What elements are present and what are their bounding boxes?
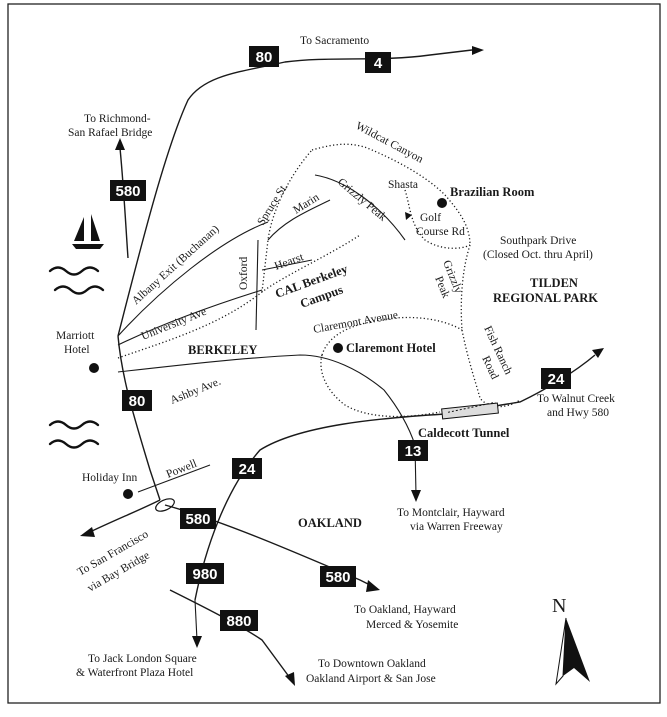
shield-80-top: 80	[249, 46, 279, 67]
label-to-montclair-1: To Montclair, Hayward	[397, 507, 505, 519]
label-to-jack-london-1: To Jack London Square	[88, 653, 197, 665]
shield-24-mid: 24	[232, 458, 262, 479]
label-caldecott: Caldecott Tunnel	[418, 426, 510, 440]
shield-80-mid: 80	[122, 390, 152, 411]
marriott-hotel-marker	[89, 363, 99, 373]
freeway-580-richmond	[119, 147, 129, 259]
tunnel-hatch	[447, 401, 496, 413]
svg-text:24: 24	[548, 371, 565, 388]
svg-text:580: 580	[185, 511, 210, 528]
svg-text:80: 80	[256, 49, 273, 66]
caldecott-tunnel-marker	[441, 402, 499, 420]
shield-13: 13	[398, 440, 428, 461]
shield-980: 980	[186, 563, 224, 584]
water-waves-top-icon	[48, 266, 105, 295]
map-frame	[7, 3, 661, 704]
marin-road	[267, 199, 331, 241]
claremont-lower-dotted	[320, 354, 441, 418]
svg-text:980: 980	[192, 566, 217, 583]
shield-24-right: 24	[541, 368, 571, 389]
arrow-to-downtown	[285, 672, 295, 686]
label-to-jack-london-2: & Waterfront Plaza Hotel	[76, 667, 193, 679]
label-to-oakland-hayward-1: To Oakland, Hayward	[354, 604, 456, 616]
label-to-downtown-2: Oakland Airport & San Jose	[306, 673, 436, 685]
freeway-80-north	[117, 49, 473, 337]
golf-course-arrow	[405, 212, 412, 220]
grizzly-peak-road	[314, 174, 406, 241]
oxford-st-road	[255, 239, 259, 331]
label-grizzly-peak: Grizzly Peak	[335, 176, 389, 224]
label-marriott-1: Marriott	[56, 330, 95, 342]
label-golf-course-1: Golf	[420, 212, 441, 224]
arrow-to-walnut-creek	[592, 348, 604, 358]
label-tilden-2: REGIONAL PARK	[493, 291, 598, 305]
powell-st-road	[137, 464, 211, 493]
label-marriott-2: Hotel	[64, 344, 90, 356]
holiday-inn-marker	[123, 489, 133, 499]
sailboat-icon	[72, 214, 104, 249]
brazilian-room-marker	[437, 198, 447, 208]
label-spruce: Spruce St.	[255, 181, 290, 228]
label-to-walnut-creek-1: To Walnut Creek	[537, 393, 615, 405]
label-berkeley: BERKELEY	[188, 343, 257, 357]
svg-text:880: 880	[226, 613, 251, 630]
arrow-to-montclair	[411, 490, 421, 502]
arrow-to-sacramento	[472, 46, 484, 55]
label-oakland: OAKLAND	[298, 516, 362, 530]
albany-exit-road	[117, 221, 269, 337]
label-powell: Powell	[165, 458, 199, 481]
label-to-richmond-1: To Richmond-	[84, 113, 151, 125]
label-university: University Ave	[140, 306, 209, 343]
ashby-ave-road	[117, 354, 416, 446]
label-to-richmond-2: San Rafael Bridge	[68, 127, 152, 139]
label-to-montclair-2: via Warren Freeway	[410, 521, 503, 533]
label-southpark-1: Southpark Drive	[500, 235, 576, 247]
north-arrow-label: N	[552, 595, 566, 617]
berkeley-dotted-route	[117, 234, 361, 359]
label-wildcat-canyon: Wildcat Canyon	[354, 120, 426, 166]
shasta-loop-dotted	[404, 189, 471, 249]
claremont-hotel-marker	[333, 343, 343, 353]
hearst-ave-road	[261, 259, 313, 271]
university-ave-road	[117, 289, 263, 346]
arrow-to-jack-london	[192, 636, 202, 648]
label-to-downtown-1: To Downtown Oakland	[318, 658, 426, 670]
water-waves-bottom-icon	[48, 420, 100, 449]
freeway-to-sf	[89, 499, 161, 533]
shield-580-left: 580	[110, 180, 146, 201]
label-brazilian-room: Brazilian Room	[450, 185, 535, 199]
arrow-to-richmond	[115, 138, 125, 150]
label-ashby: Ashby Ave.	[169, 376, 223, 407]
label-to-sacramento: To Sacramento	[300, 35, 369, 47]
label-to-walnut-creek-2: and Hwy 580	[547, 407, 609, 419]
svg-text:13: 13	[405, 443, 422, 460]
svg-text:24: 24	[239, 461, 256, 478]
label-marin: Marin	[291, 191, 321, 216]
shield-580-lower: 580	[320, 566, 356, 587]
svg-text:580: 580	[115, 183, 140, 200]
label-shasta: Shasta	[388, 179, 418, 191]
shield-580-bottom: 580	[180, 508, 216, 529]
label-to-oakland-hayward-2: Merced & Yosemite	[366, 619, 458, 631]
spruce-st-dotted	[261, 149, 313, 293]
label-oxford: Oxford	[238, 257, 250, 290]
label-claremont-ave: Claremont Avenue	[312, 309, 398, 336]
label-hearst: Hearst	[273, 251, 306, 273]
svg-text:4: 4	[374, 55, 383, 72]
north-arrow-icon	[555, 617, 590, 686]
label-claremont-hotel: Claremont Hotel	[346, 341, 436, 355]
grizzly-peak-lower-dotted	[460, 244, 471, 331]
freeway-980	[194, 599, 198, 641]
label-tilden-1: TILDEN	[530, 276, 578, 290]
arrow-to-sf	[80, 527, 95, 537]
label-southpark-2: (Closed Oct. thru April)	[483, 249, 593, 261]
label-golf-course-2: Course Rd	[416, 226, 465, 238]
shield-880: 880	[220, 610, 258, 631]
shield-4: 4	[365, 52, 391, 73]
arrow-to-oakland-hayward	[366, 580, 380, 592]
label-holiday-inn: Holiday Inn	[82, 472, 138, 484]
svg-text:80: 80	[129, 393, 146, 410]
svg-text:580: 580	[325, 569, 350, 586]
